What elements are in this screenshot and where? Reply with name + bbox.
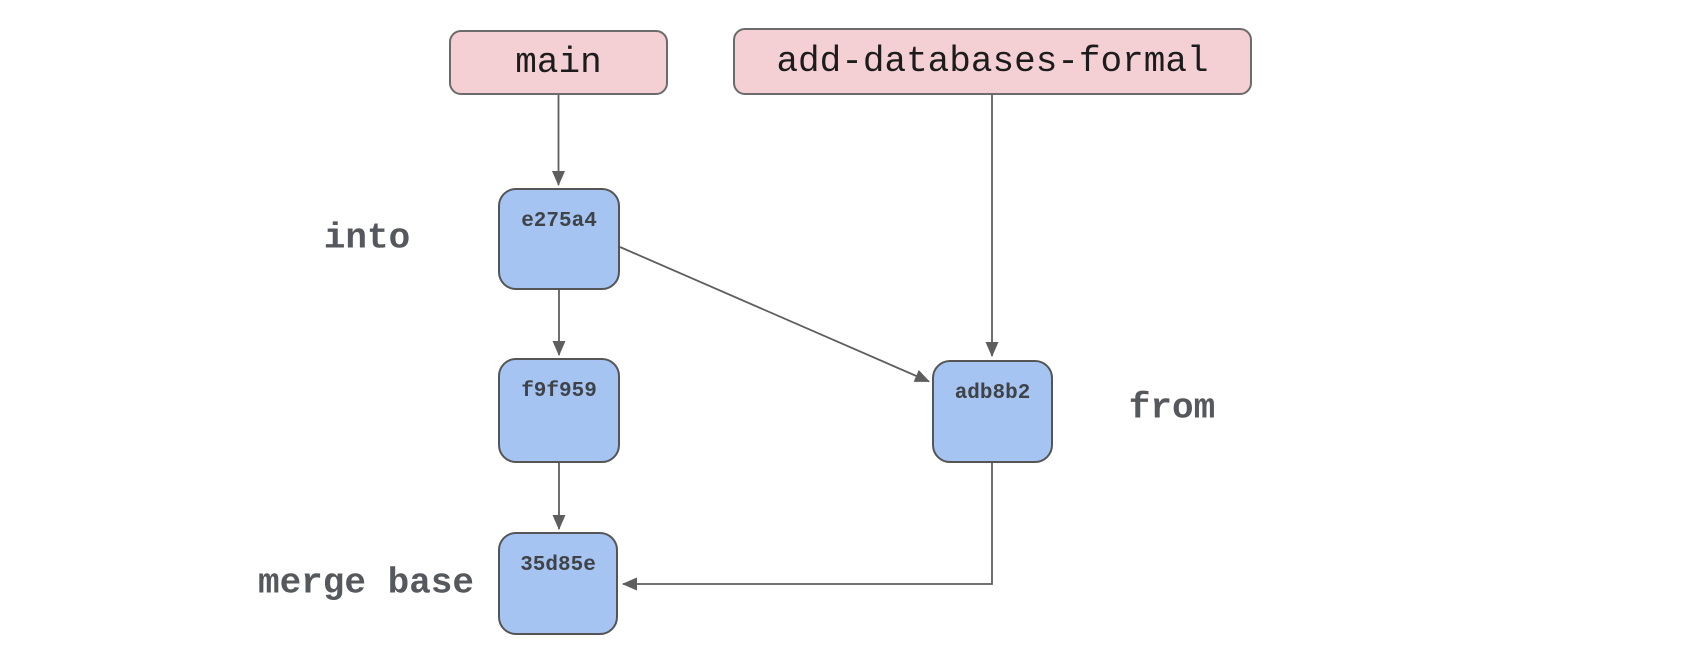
commit-hash-label: f9f959 bbox=[521, 380, 597, 403]
commit-node-f9f959: f9f959 bbox=[498, 358, 620, 463]
commit-node-e275a4: e275a4 bbox=[498, 188, 620, 290]
annotation-from: from bbox=[1128, 387, 1216, 429]
commit-node-adb8b2: adb8b2 bbox=[932, 360, 1053, 463]
commit-hash-label: 35d85e bbox=[520, 554, 596, 577]
edge-e275a4-to-adb8b2 bbox=[619, 246, 930, 383]
branch-add-databases-formal-text: add-databases-formal bbox=[776, 41, 1209, 82]
branch-label-add-databases-formal: add-databases-formal bbox=[733, 28, 1252, 95]
annotation-into: into bbox=[323, 217, 411, 259]
commit-hash-label: e275a4 bbox=[521, 210, 597, 233]
edge-adb8b2-to-35d85e bbox=[622, 463, 993, 591]
commit-node-35d85e: 35d85e bbox=[498, 532, 618, 635]
annotation-merge-base: merge base bbox=[257, 562, 475, 604]
commit-hash-label: adb8b2 bbox=[954, 382, 1031, 405]
branch-main-text: main bbox=[515, 42, 602, 83]
branch-label-main: main bbox=[449, 30, 668, 95]
